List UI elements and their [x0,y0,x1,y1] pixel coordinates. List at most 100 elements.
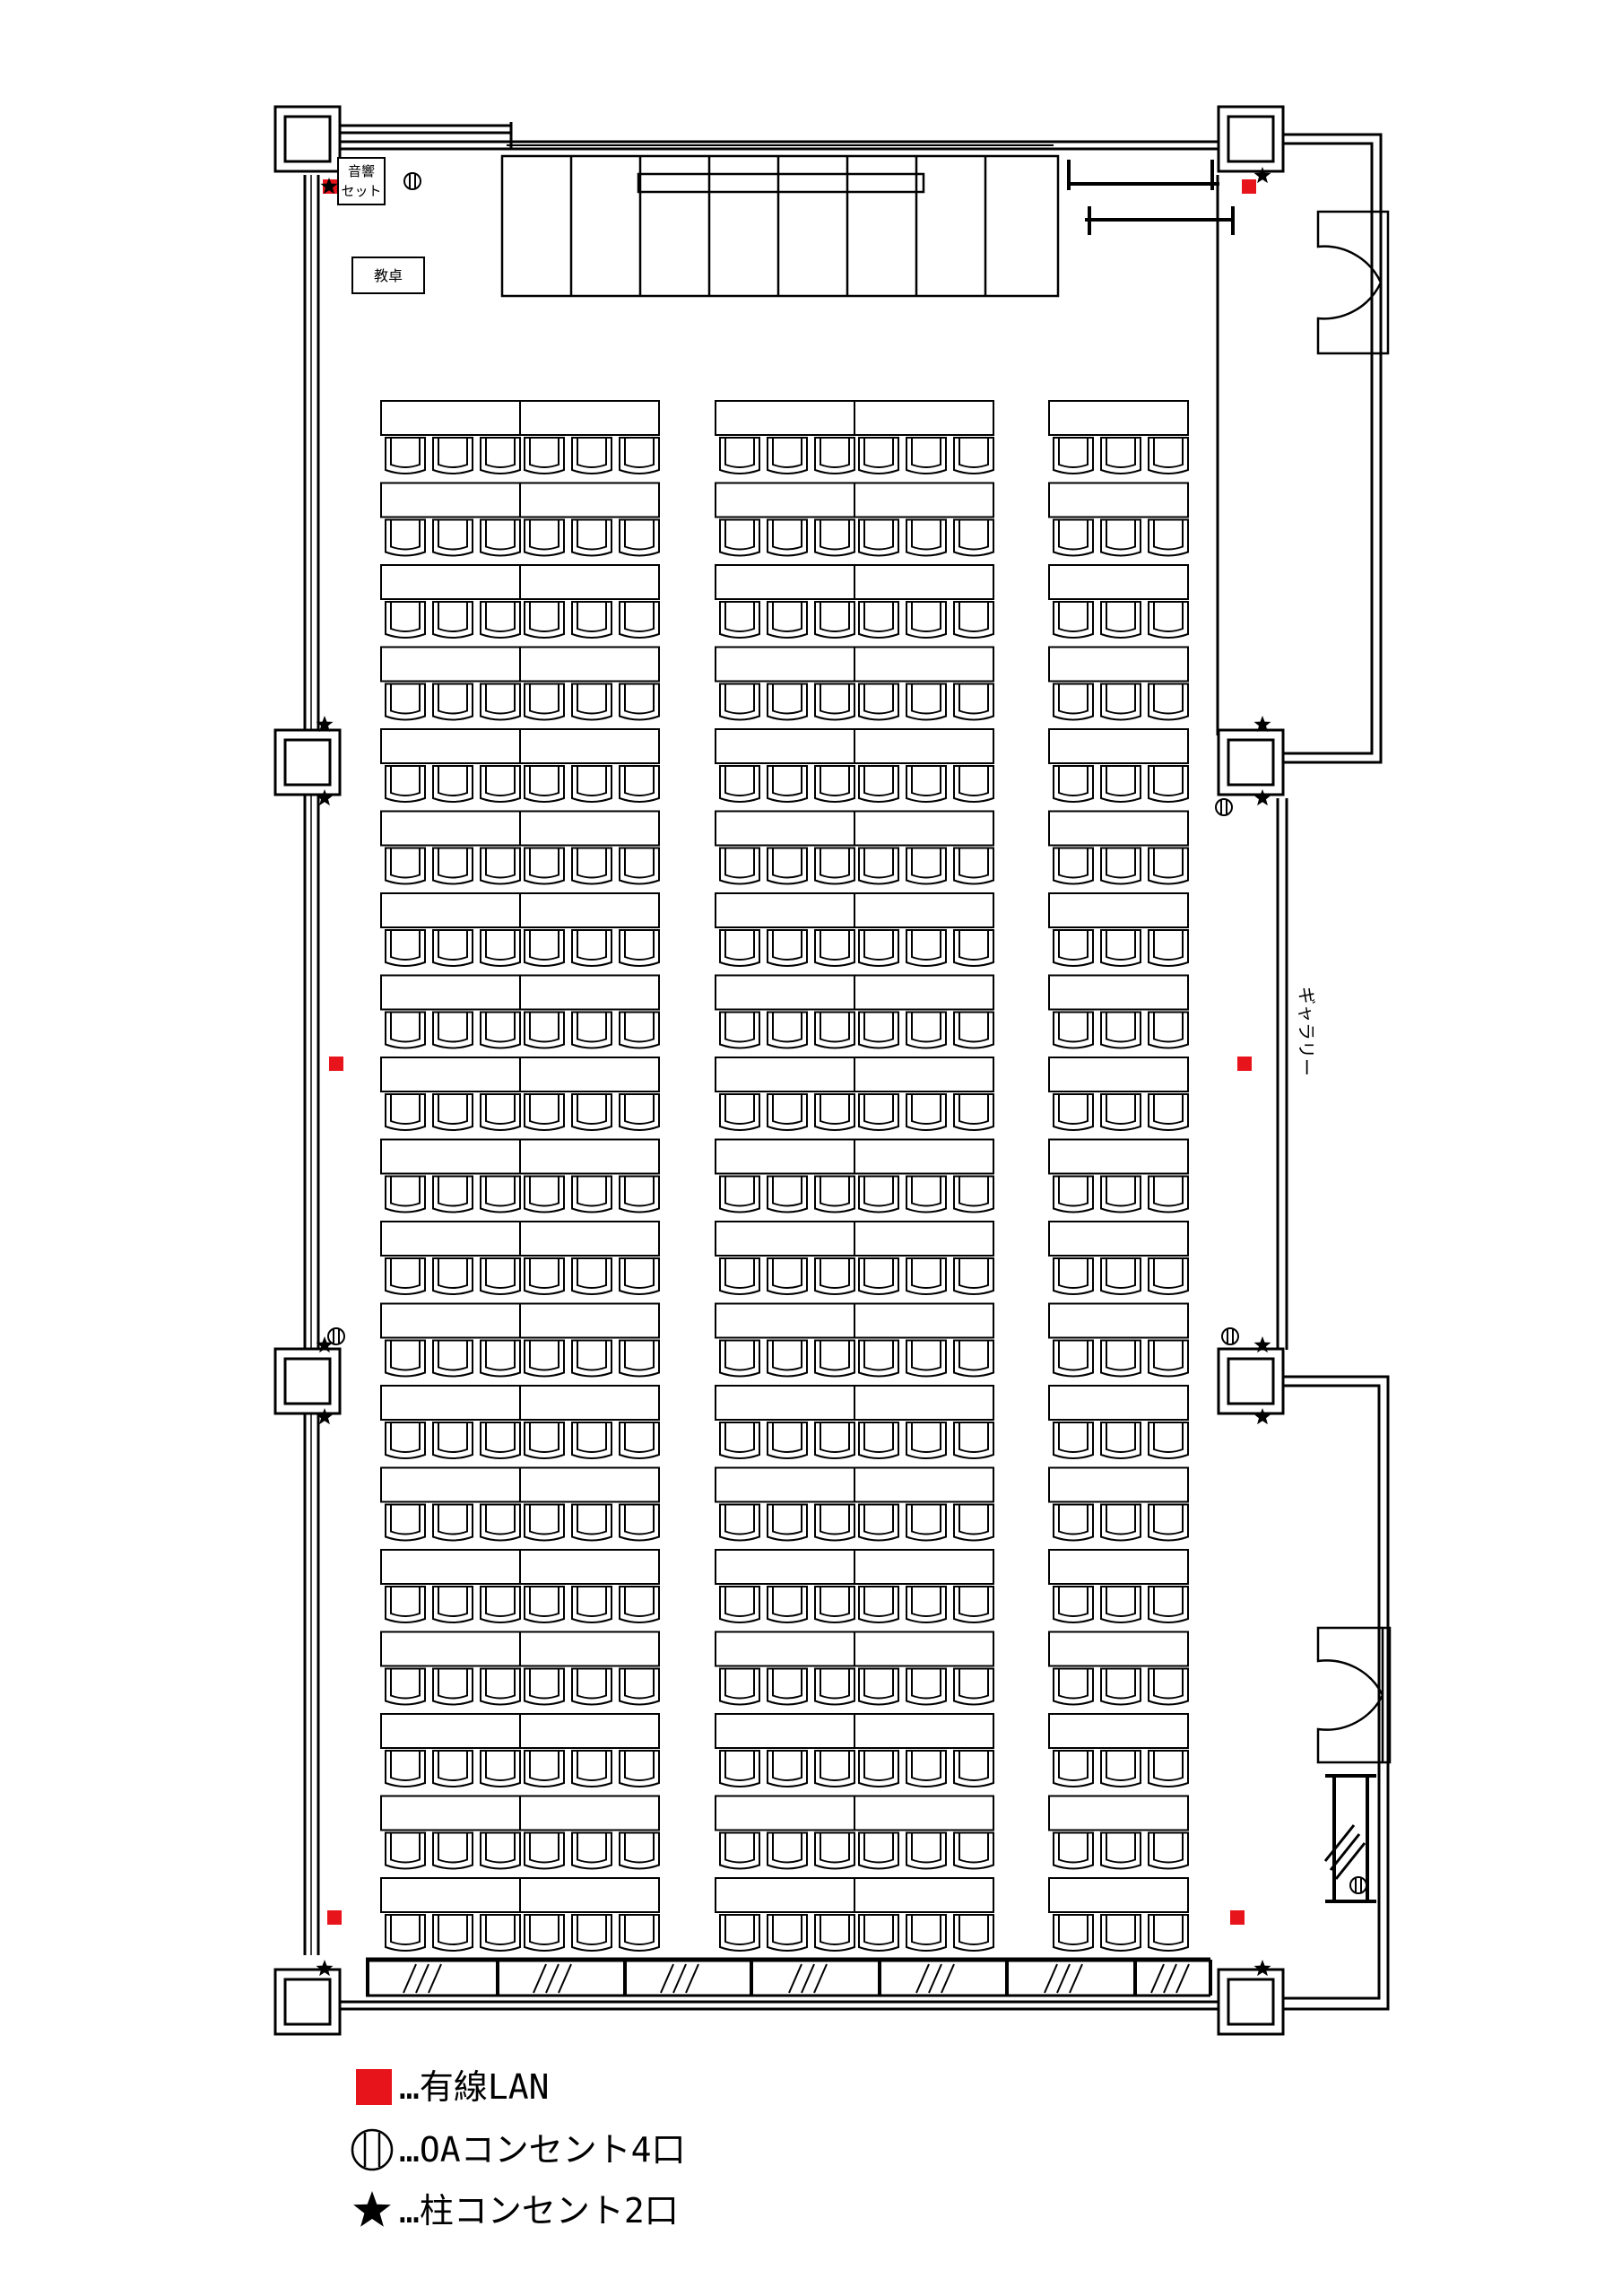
chair [571,518,612,557]
chair [524,1914,565,1952]
desk [380,1549,521,1585]
chair [1053,1175,1094,1213]
chair [719,1914,760,1952]
desk [519,1713,660,1749]
chair [1148,1011,1189,1049]
chair [906,929,947,967]
chair [1148,1257,1189,1295]
chair [719,1257,760,1295]
chair [571,601,612,639]
chair [385,1339,426,1378]
chair [1148,518,1189,557]
desk [715,892,855,928]
chair [571,437,612,474]
chair [571,765,612,803]
chair [1100,1422,1141,1459]
desk [854,892,994,928]
desk [519,1385,660,1421]
chair [571,1503,612,1542]
chair [906,1257,947,1295]
chair [480,929,521,967]
hatch-line [801,1963,815,1994]
desk [380,646,521,683]
pillar [273,1347,342,1415]
chair [814,1667,855,1706]
hatch-line [1163,1963,1177,1994]
desk [380,1631,521,1667]
desk [380,1795,521,1831]
chair [953,765,994,803]
chair [480,1503,521,1542]
hatch-line [672,1963,687,1994]
chair [1148,1750,1189,1787]
chair [1148,847,1189,885]
desk [380,728,521,764]
chair [619,1503,660,1542]
hatch-line [660,1963,674,1994]
desk [380,974,521,1011]
desk [715,728,855,764]
desk [380,1466,521,1503]
desk [715,1631,855,1667]
desk [1048,1302,1189,1339]
chair [385,1175,426,1213]
chair [906,1586,947,1623]
desk [519,646,660,683]
desk [380,1877,521,1913]
chair [1148,437,1189,474]
chair [571,1093,612,1131]
legend-item-lan: …有線LAN [356,2067,550,2107]
hatch-line [403,1963,417,1994]
chair [767,929,808,967]
lan-port [1242,179,1256,194]
pillar-outlet [316,716,334,733]
chair [524,1503,565,1542]
chair [767,765,808,803]
chair [1100,929,1141,967]
legend: …有線LAN …OAコンセント4口 …柱コンセント2口 [351,2067,686,2231]
chair [524,1586,565,1623]
chair [719,1831,760,1870]
chair [719,1011,760,1049]
desk [854,482,994,518]
chair [524,1257,565,1295]
chair [432,1339,473,1378]
chair [953,518,994,557]
chair [814,929,855,967]
chair [432,1011,473,1049]
chair [1053,1257,1094,1295]
hatch-line [1150,1963,1165,1994]
chair [1053,1750,1094,1787]
chair [767,1503,808,1542]
chair [432,765,473,803]
chair [619,1011,660,1049]
chair [814,1914,855,1952]
chair [571,1667,612,1706]
pillar [273,728,342,796]
chair [385,1586,426,1623]
pillar-outlet [1253,789,1271,806]
chair [858,1750,899,1787]
desk [519,1466,660,1503]
desk [1048,646,1189,683]
oa-outlet-legend-icon [351,2128,394,2171]
chair [524,437,565,474]
chair [719,1750,760,1787]
chair [1053,1831,1094,1870]
desk [380,1138,521,1175]
chair [432,1914,473,1952]
pillar-outlet [1253,167,1271,184]
chair [385,1667,426,1706]
chair [480,437,521,474]
chair [1053,518,1094,557]
chair [767,601,808,639]
chair [524,1750,565,1787]
chair [385,1011,426,1049]
desk [854,1877,994,1913]
chair [953,1422,994,1459]
oa-outlets [327,172,1367,1894]
pillar [1217,105,1285,173]
chair [619,1750,660,1787]
stage-blackboard [500,154,1060,298]
chair [1100,1831,1141,1870]
